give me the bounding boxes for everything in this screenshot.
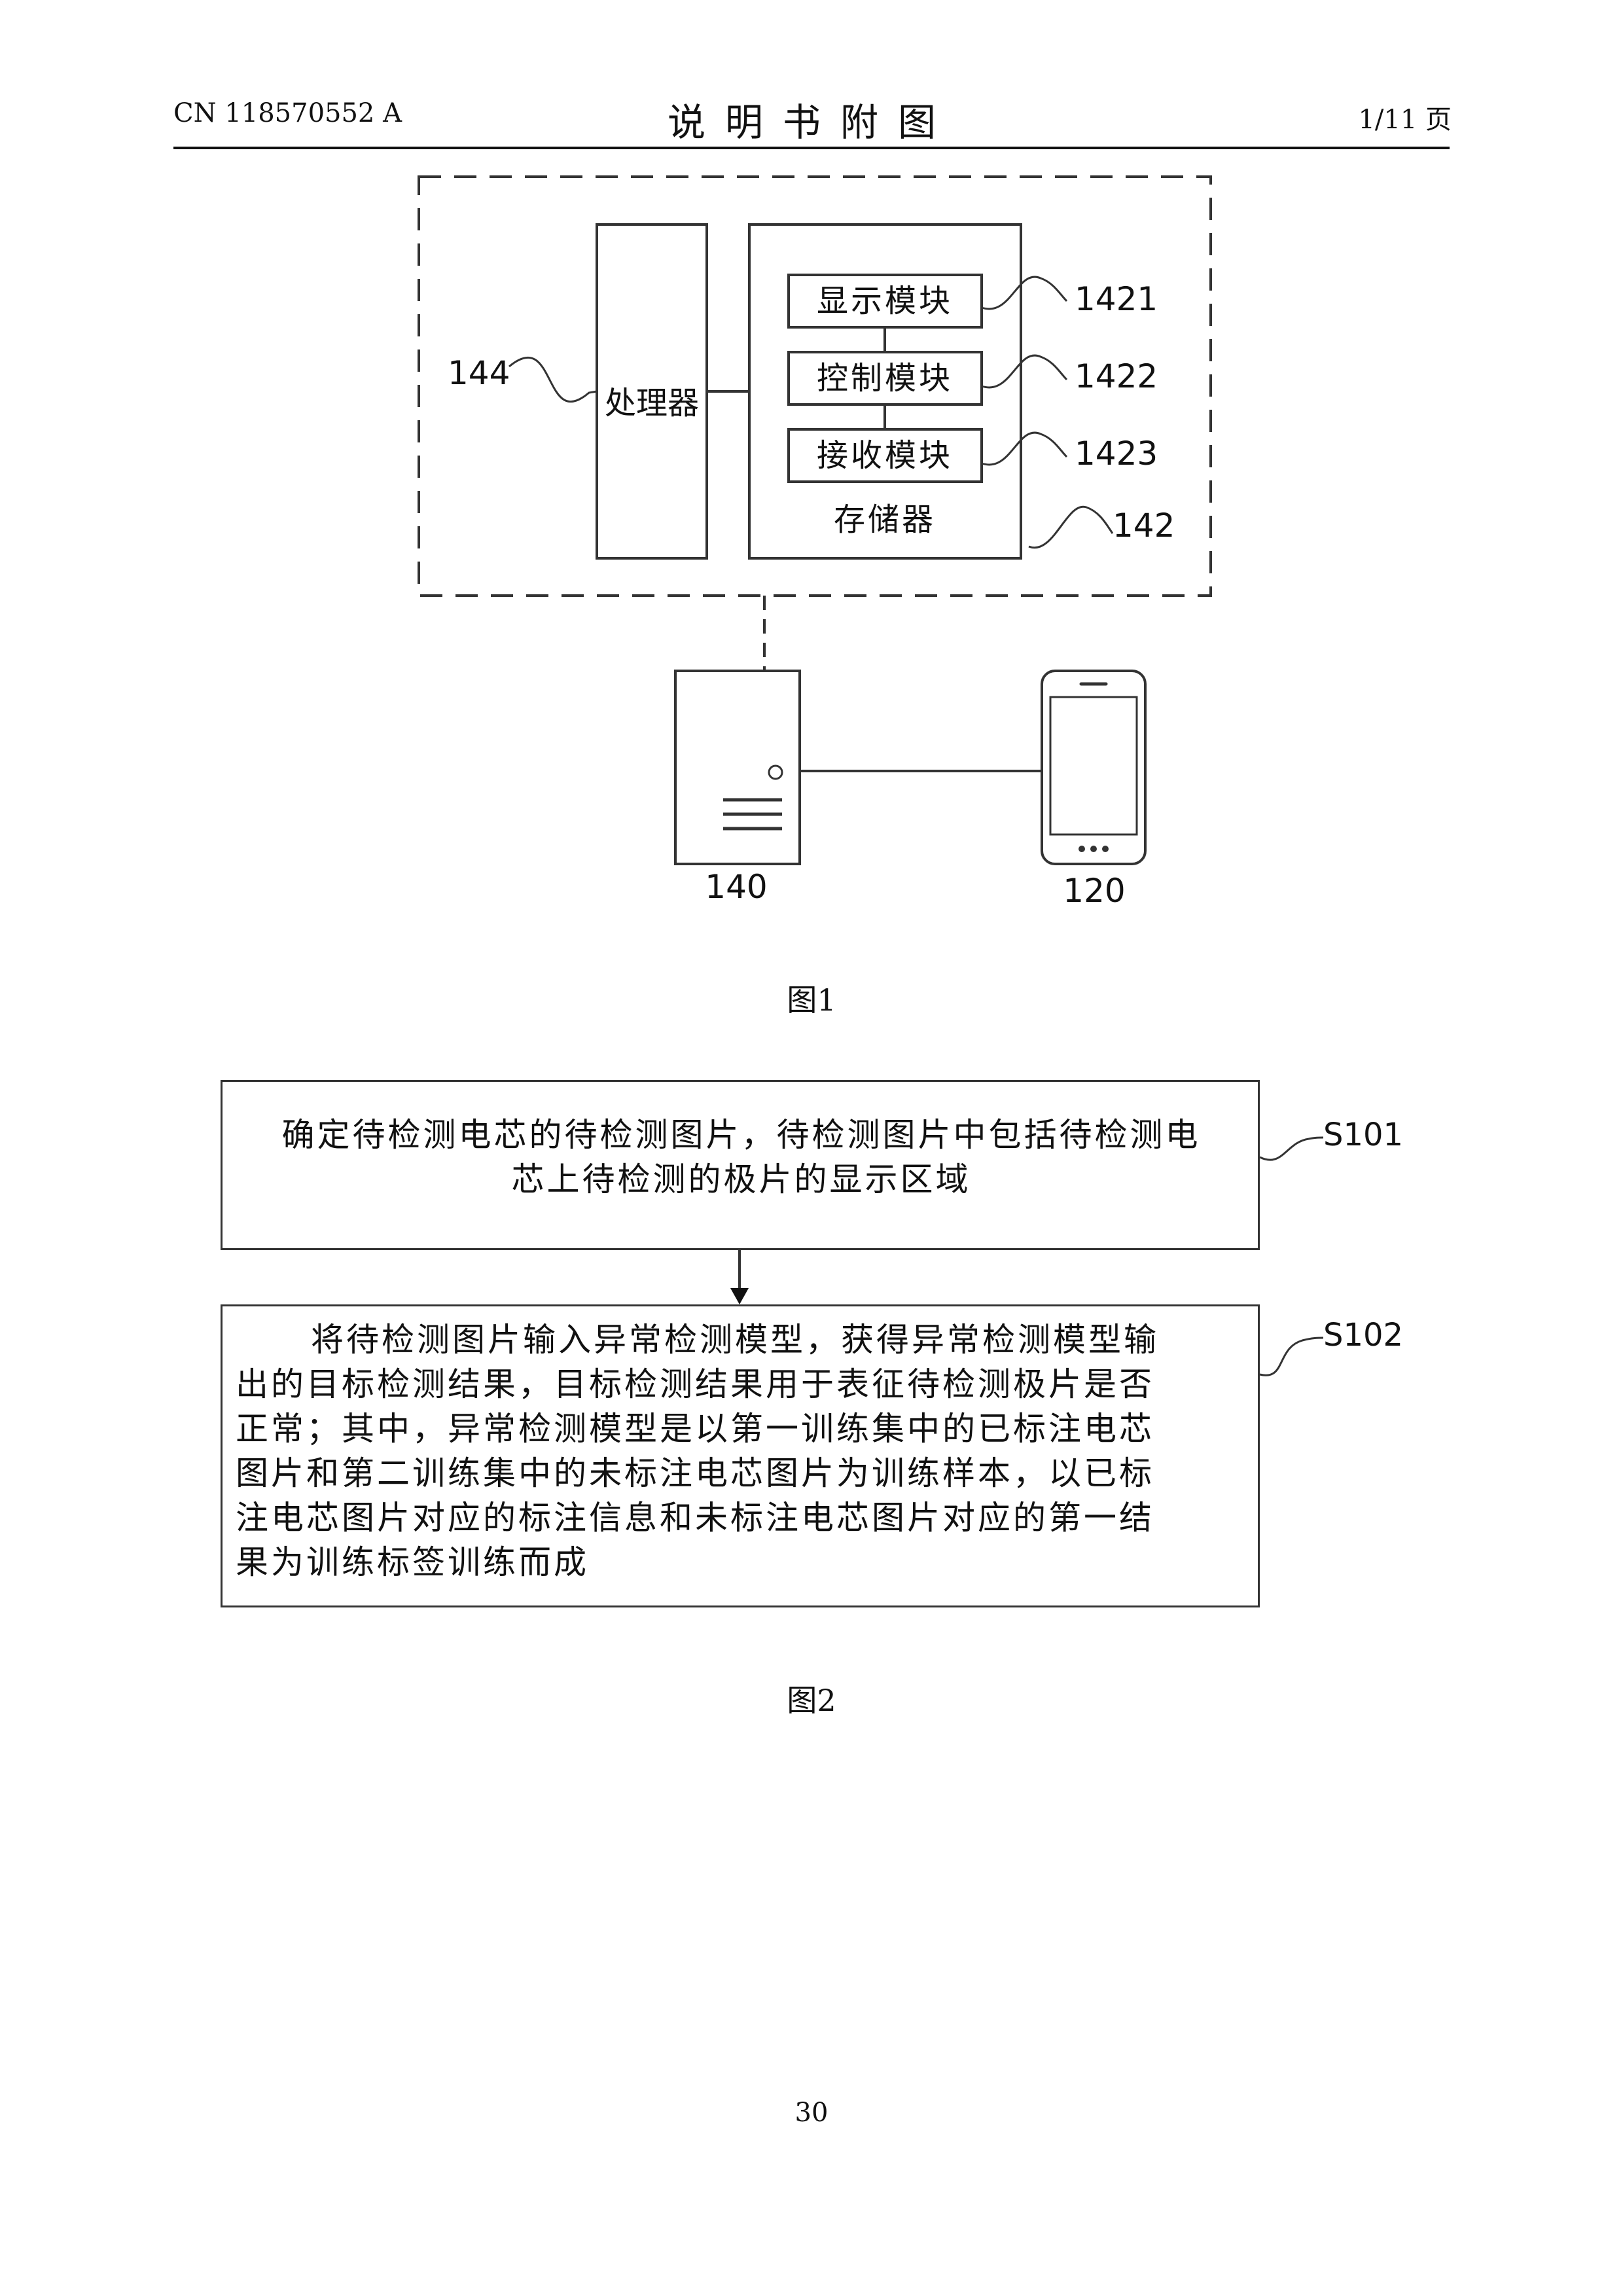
ref-1421: 1421 (1075, 280, 1158, 318)
control-module-label: 控制模块 (817, 360, 953, 397)
display-module-label: 显示模块 (817, 283, 953, 319)
memory-label: 存储器 (834, 501, 936, 538)
leader-142 (1029, 507, 1113, 548)
step-s102-id: S102 (1323, 1317, 1403, 1354)
figure-2-caption: 图2 (0, 1677, 1623, 1720)
page-number: 30 (0, 2098, 1623, 2128)
ref-144: 144 (448, 354, 510, 392)
step-s101-id: S101 (1323, 1117, 1403, 1153)
ref-1422: 1422 (1075, 357, 1158, 395)
figure-1-diagram: 处理器 显示模块 控制模块 接收模块 存储器 1421 1422 1423 14… (0, 0, 1623, 956)
leader-s102 (1260, 1338, 1323, 1375)
figure-2-connectors: S101 S102 (0, 1047, 1623, 1571)
server-icon (675, 671, 800, 864)
ref-120: 120 (1063, 872, 1125, 910)
receive-module-label: 接收模块 (817, 437, 953, 474)
figure-1-caption: 图1 (0, 977, 1623, 1020)
leader-144 (509, 357, 597, 401)
ref-140: 140 (705, 868, 767, 906)
processor-label: 处理器 (605, 385, 699, 422)
leader-s101 (1260, 1138, 1323, 1160)
ref-142: 142 (1113, 507, 1175, 545)
flow-arrow-head (730, 1288, 749, 1304)
mobile-phone-icon (1042, 671, 1145, 864)
ref-1423: 1423 (1075, 435, 1158, 473)
